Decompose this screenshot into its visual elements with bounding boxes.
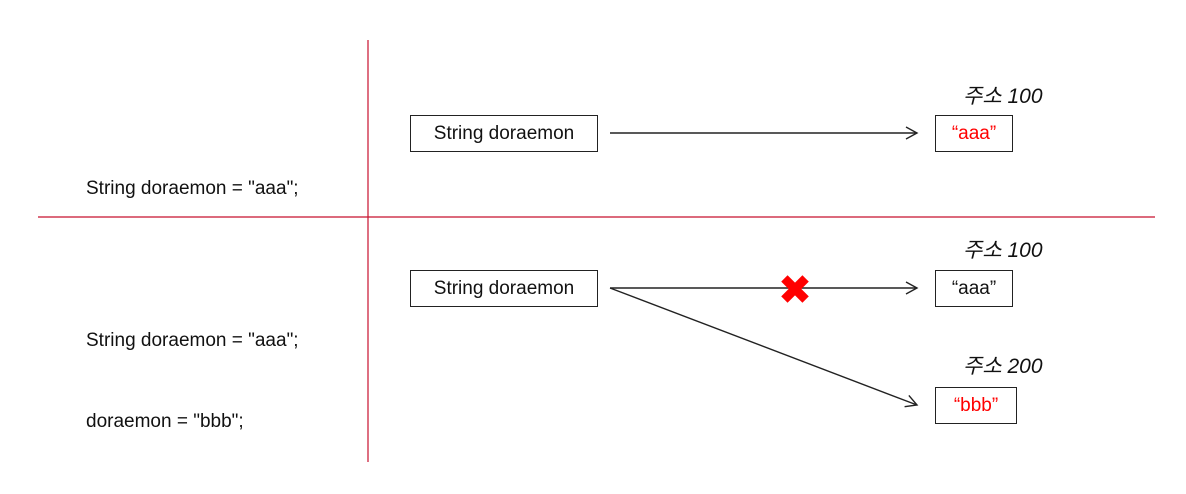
value-box-bbb: “bbb” [935, 387, 1017, 424]
code-line: String doraemon = "aaa"; [86, 178, 299, 199]
code-line: String doraemon = "aaa"; [86, 330, 299, 351]
address-label: 주소 200 [963, 355, 1043, 378]
code-row2: String doraemon = "aaa"; doraemon = "bbb… [86, 273, 299, 462]
value-box-aaa: “aaa” [935, 115, 1013, 152]
code-line: doraemon = "bbb"; [86, 411, 244, 432]
cross-mark-icon [781, 275, 809, 303]
variable-box: String doraemon [410, 270, 598, 307]
address-label: 주소 100 [963, 85, 1043, 108]
address-label: 주소 100 [963, 239, 1043, 262]
value-box-aaa: “aaa” [935, 270, 1013, 307]
variable-box: String doraemon [410, 115, 598, 152]
arrow-row2-new [609, 287, 919, 408]
code-row1: String doraemon = "aaa"; [86, 121, 299, 229]
